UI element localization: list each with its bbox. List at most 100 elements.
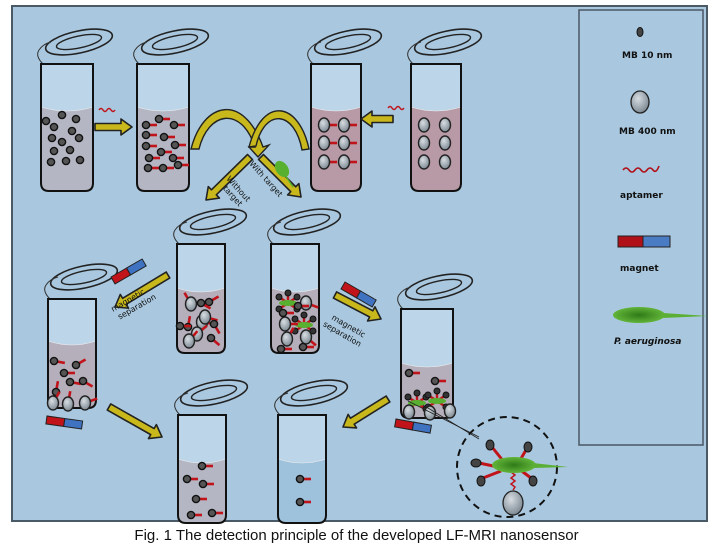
magnet-icon	[617, 235, 671, 248]
curved-arrow-mix-left	[190, 108, 272, 159]
detection-principle-figure: Withouttarget With target magneticsepara…	[11, 5, 708, 524]
mb-10nm-particle	[198, 479, 208, 489]
tube-mb10-aptamer	[133, 28, 210, 192]
mb-10nm-particle	[154, 114, 164, 124]
mb-10nm-particle	[49, 122, 59, 132]
mb-10nm-particle	[293, 293, 301, 301]
tube-outline	[136, 63, 190, 192]
mb-10nm-particle	[159, 132, 169, 142]
mb-400nm-particle	[438, 117, 452, 133]
mb-400nm-particle	[61, 396, 75, 412]
mb-10nm-particle	[182, 474, 192, 484]
arrow-add-aptamer-mb400	[360, 110, 394, 128]
mb-400nm-particle	[182, 333, 196, 349]
mb-10nm-particle	[49, 356, 59, 366]
tube-hinge	[407, 41, 422, 65]
mb-10nm-particle	[207, 508, 217, 518]
curved-arrow-mix-right	[248, 110, 310, 151]
mb-400nm-particle	[317, 154, 331, 170]
tube-outline	[177, 414, 227, 524]
tube-mb10-initial	[37, 28, 114, 192]
mb-10nm-particle	[173, 160, 183, 170]
mb-10nm-particle	[170, 140, 180, 150]
mb-10nm-particle	[424, 391, 432, 399]
magnet-icon-left-arrow	[110, 258, 147, 285]
mb-400nm-particle	[198, 309, 212, 325]
tube-hinge	[44, 276, 59, 300]
mb-10nm-particle	[71, 360, 81, 370]
mb-10nm-particle	[141, 120, 151, 130]
aptamer-icon	[622, 165, 660, 173]
tube-lid	[179, 379, 249, 407]
mb-400nm-particle	[402, 404, 416, 420]
mb-10nm-particle-icon	[636, 27, 644, 37]
tube-outline	[40, 63, 94, 192]
tube-supernatant-with-target	[274, 379, 349, 524]
arrow-to-supernatant-left	[106, 403, 163, 440]
mb-400nm-particle	[438, 154, 452, 170]
legend-item-magnet: magnet	[617, 235, 671, 274]
mb-10nm-particle	[298, 342, 308, 352]
figure-caption: Fig. 1 The detection principle of the de…	[134, 527, 579, 544]
mb-400nm-particle	[317, 135, 331, 151]
arrow-add-aptamer-mb10	[94, 118, 133, 136]
legend-item-mb-10nm: MB 10 nm	[622, 27, 672, 61]
mb-400nm-particle	[423, 405, 437, 421]
tube-lid	[313, 28, 383, 56]
mb-400nm-particle	[317, 117, 331, 133]
arrow-magnetic-separation-right	[332, 291, 382, 322]
mb-10nm-particle	[57, 137, 67, 147]
bacterium	[408, 400, 426, 406]
mb-400nm-particle	[280, 331, 294, 347]
tube-lid	[279, 379, 349, 407]
tube-outline	[176, 243, 226, 354]
mb-10nm-particle	[430, 376, 440, 386]
mb-400nm-particle	[78, 395, 92, 411]
tube-lid	[44, 28, 114, 56]
arrow-with-target	[257, 153, 302, 198]
mb-10nm-particle	[71, 114, 81, 124]
tube-hinge	[307, 41, 322, 65]
mb-10nm-particle	[65, 377, 75, 387]
mb-10nm-particle	[186, 510, 196, 520]
mb-10nm-particle	[156, 147, 166, 157]
mb-10nm-particle	[175, 321, 185, 331]
tube-lid	[272, 208, 342, 236]
tube-mb400-aptamer	[307, 28, 383, 192]
mb-10nm-particle	[275, 293, 283, 301]
mb-10nm-particle	[57, 110, 67, 120]
mb-400nm-particle-icon	[630, 90, 650, 114]
mb-10nm-particle	[41, 116, 51, 126]
mb-10nm-particle	[284, 289, 292, 297]
svg-text:magnet: magnet	[620, 264, 659, 274]
diagram-canvas: Withouttarget With target magneticsepara…	[37, 9, 708, 524]
tube-lid	[404, 273, 474, 301]
tube-hinge	[267, 221, 282, 245]
tube-separation-with-target	[397, 273, 474, 421]
mb-10nm-particle	[404, 368, 414, 378]
mb-10nm-particle	[442, 391, 450, 399]
tube-mixture-with-target	[267, 208, 342, 354]
mb-10nm-particle	[309, 327, 317, 335]
mb-10nm-particle	[141, 130, 151, 140]
mb-10nm-particle	[141, 141, 151, 151]
svg-text:aptamer: aptamer	[620, 191, 663, 201]
tube-outline	[270, 243, 320, 354]
mb-400nm-particle	[184, 296, 198, 312]
mb-10nm-particle	[278, 308, 288, 318]
bacterium	[279, 300, 297, 306]
arrow-magnetic-separation-left	[114, 271, 171, 309]
magnet-icon-right-arrow	[340, 281, 377, 308]
magnet-left-tube	[45, 415, 84, 430]
mb-10nm-particle	[293, 301, 303, 311]
tube-hinge	[133, 41, 148, 65]
mb-400nm-particle	[337, 117, 351, 133]
mb-10nm-particle	[191, 494, 201, 504]
mb-10nm-particle	[61, 156, 71, 166]
legend-item-aptamer: aptamer	[620, 165, 663, 201]
mb-400nm-particle	[299, 295, 313, 311]
tube-mb400-initial	[407, 28, 483, 192]
mb-10nm-particle	[404, 393, 412, 401]
mb-10nm-particle	[295, 497, 305, 507]
mb-10nm-particle	[197, 461, 207, 471]
